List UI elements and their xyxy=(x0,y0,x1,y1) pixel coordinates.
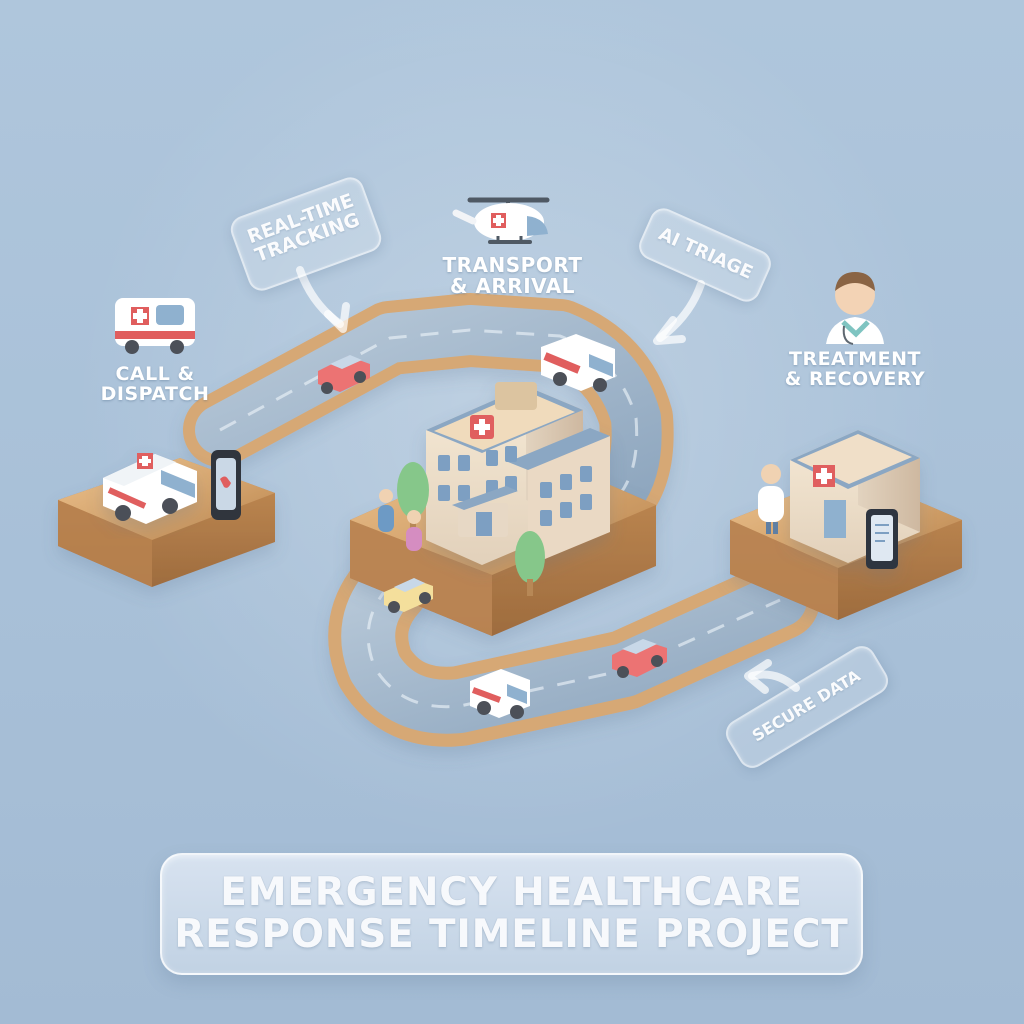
hospital-icon xyxy=(426,382,610,566)
stage-transport-arrival-line-2: & ARRIVAL xyxy=(450,274,575,298)
stage-treatment-recovery-line-1: TREATMENT xyxy=(788,348,921,370)
ambulance-icon xyxy=(103,453,197,524)
secure-arrow xyxy=(744,659,800,694)
doctor-icon xyxy=(826,272,884,345)
tracking-arrow xyxy=(296,266,350,333)
car-icon xyxy=(318,355,370,394)
stage-treatment-recovery-line-2: & RECOVERY xyxy=(784,367,926,390)
helicopter-icon xyxy=(452,197,550,244)
stage-treatment-recovery-label: TREATMENT & RECOVERY xyxy=(770,348,940,390)
car-icon xyxy=(612,639,667,678)
stage-transport-arrival-label: TRANSPORT & ARRIVAL xyxy=(420,255,605,297)
ambulance-icon xyxy=(470,669,530,719)
stage-transport-arrival-line-1: TRANSPORT xyxy=(442,253,583,277)
project-title-box: EMERGENCY HEALTHCARE RESPONSE TIMELINE P… xyxy=(160,853,863,975)
ambulance-icon xyxy=(541,334,615,392)
project-title-line-1: EMERGENCY HEALTHCARE xyxy=(220,870,803,916)
project-title-line-2: RESPONSE TIMELINE PROJECT xyxy=(174,912,849,957)
car-icon xyxy=(384,578,433,613)
clinic-icon xyxy=(790,430,920,569)
ambulance-icon xyxy=(115,298,195,354)
stage-call-dispatch-line-1: CALL & xyxy=(115,363,195,385)
stage-call-dispatch-label: CALL & DISPATCH xyxy=(90,363,220,405)
ai-arrow xyxy=(653,280,705,345)
stage-call-dispatch-line-2: DISPATCH xyxy=(100,382,210,405)
doctor-icon xyxy=(758,464,784,534)
people-icon xyxy=(378,489,422,551)
phone-icon xyxy=(211,450,241,520)
tree-icon xyxy=(397,462,545,596)
